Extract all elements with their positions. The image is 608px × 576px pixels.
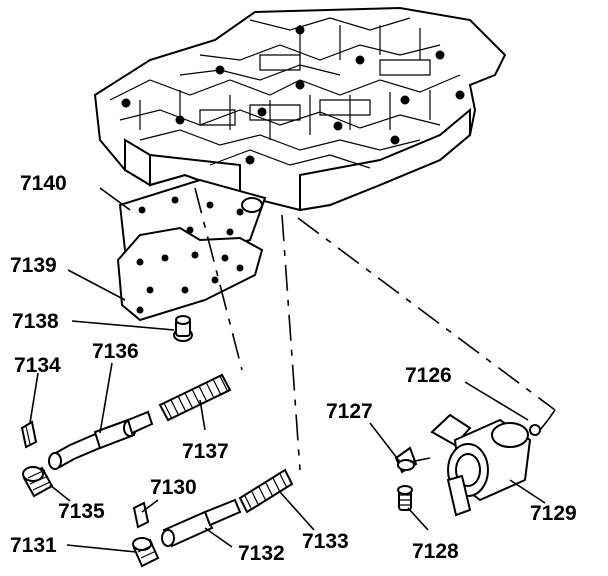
callout-7138: 7138 <box>12 310 59 333</box>
retainer-7138 <box>173 315 193 342</box>
callout-7136: 7136 <box>92 340 139 363</box>
callout-7133: 7133 <box>302 530 349 553</box>
callout-7135: 7135 <box>58 500 105 523</box>
spring-7133 <box>238 468 294 514</box>
plug-7135 <box>22 466 54 498</box>
valve-body <box>93 6 507 212</box>
leader-lines <box>29 187 546 553</box>
callout-7129: 7129 <box>530 502 577 525</box>
assembly-lines <box>194 187 556 471</box>
seal-7127 <box>394 446 418 474</box>
callout-7128: 7128 <box>412 540 459 563</box>
callout-7130: 7130 <box>150 476 197 499</box>
callout-labels: 7140 7139 7138 7134 7136 7137 7135 7130 … <box>10 172 577 565</box>
callout-7140: 7140 <box>20 172 67 195</box>
plug-7131 <box>132 537 160 568</box>
valve-7136 <box>48 410 154 470</box>
callout-7132: 7132 <box>238 542 285 565</box>
callout-7134: 7134 <box>14 354 61 377</box>
solenoid-7129 <box>430 413 541 517</box>
spacer-plate-7139 <box>116 226 264 322</box>
spring-7137 <box>158 373 232 422</box>
clip-7134 <box>20 420 38 449</box>
callout-7127: 7127 <box>326 400 373 423</box>
callout-7126: 7126 <box>405 364 452 387</box>
callout-7139: 7139 <box>10 254 57 277</box>
clip-7130 <box>132 501 150 529</box>
callout-7131: 7131 <box>10 534 57 557</box>
bolt-7128 <box>397 485 413 511</box>
callout-7137: 7137 <box>182 440 229 463</box>
valve-7132 <box>161 498 242 548</box>
